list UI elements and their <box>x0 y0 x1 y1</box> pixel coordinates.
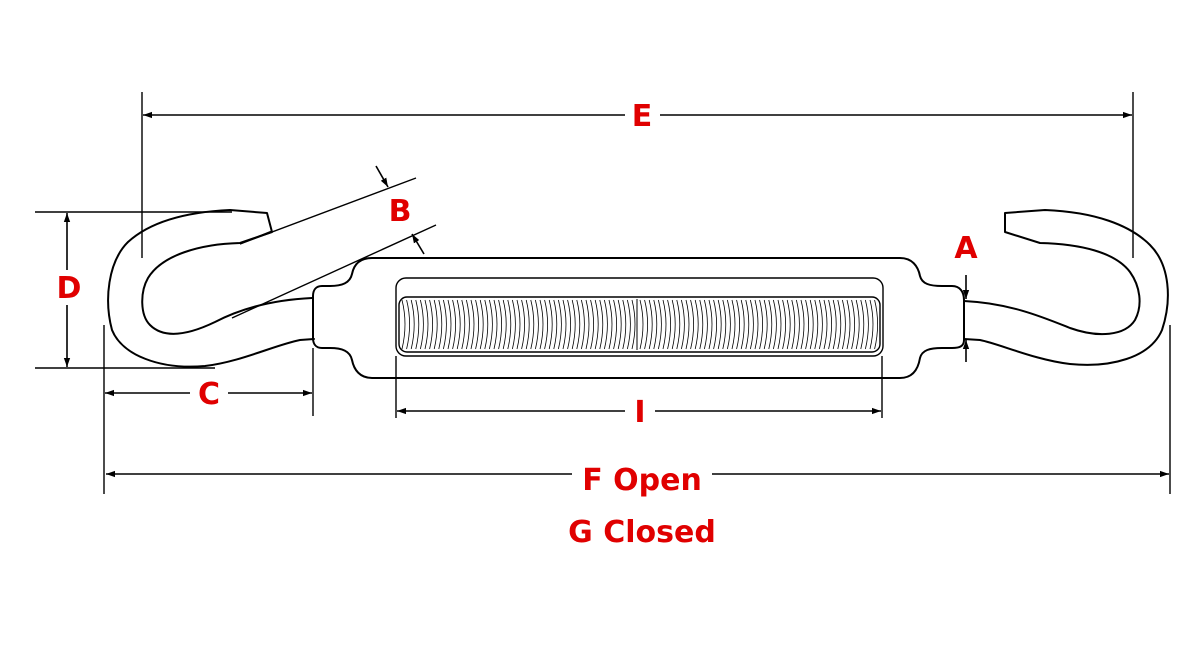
dimension-labels: E B A D C I F Open G Closed <box>57 99 979 550</box>
dimension-lines <box>35 92 1171 494</box>
label-d: D <box>57 271 82 306</box>
label-f-open: F Open <box>582 463 702 498</box>
label-e: E <box>632 99 653 134</box>
label-b: B <box>389 194 412 229</box>
label-c: C <box>198 377 220 412</box>
left-hook <box>107 209 315 368</box>
label-i: I <box>634 395 645 430</box>
turnbuckle-drawing <box>107 209 1169 379</box>
right-hook <box>963 209 1169 366</box>
label-g-closed: G Closed <box>568 515 716 550</box>
label-a: A <box>954 231 978 266</box>
thread-texture <box>401 299 878 350</box>
turnbuckle-body <box>312 257 965 379</box>
